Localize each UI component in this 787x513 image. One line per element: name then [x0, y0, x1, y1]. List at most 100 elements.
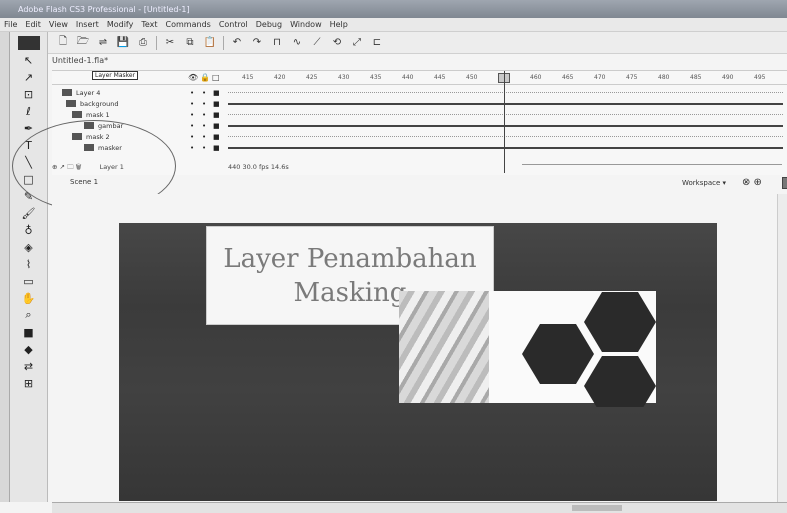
playhead[interactable] — [504, 71, 505, 173]
pen-tool-icon[interactable]: ✒ — [23, 121, 34, 135]
edit-symbol-icon[interactable]: ⊗ ⊕ — [742, 177, 762, 188]
layer-name[interactable]: background — [80, 100, 119, 108]
lock-dot[interactable]: • — [202, 100, 207, 108]
layer-frames[interactable] — [228, 92, 783, 94]
menu-bar: File Edit View Insert Modify Text Commands Cont… — [0, 18, 787, 32]
lock-dot[interactable]: • — [202, 133, 207, 141]
layer-frames[interactable] — [228, 114, 783, 116]
menu-edit[interactable]: Edit — [25, 20, 41, 29]
scale-icon[interactable]: ⤢ — [353, 37, 361, 48]
layer-tooltip: Layer Masker — [92, 71, 139, 80]
swap-colors-icon[interactable]: ⇄ — [23, 359, 34, 373]
ink-bottle-tool-icon[interactable]: ♁ — [24, 223, 33, 237]
smooth-icon[interactable]: ∿ — [292, 37, 302, 48]
lock-dot[interactable]: • — [202, 122, 207, 130]
print-icon[interactable]: ⎙ — [139, 37, 147, 48]
undo-icon[interactable]: ↶ — [232, 37, 242, 48]
hexagon-bottom-right[interactable] — [584, 356, 656, 407]
document-tab[interactable]: Untitled-1.fla* — [52, 56, 109, 65]
outline-square[interactable]: ■ — [213, 133, 220, 141]
edit-bar: Scene 1 Workspace ▾ ⊗ ⊕ — [52, 176, 787, 192]
eraser-tool-icon[interactable]: ▭ — [23, 274, 34, 288]
layer-frames[interactable] — [228, 125, 783, 127]
tools-panel: ↖ ↗ ⊡ ℓ ✒ T ╲ □ ✎ 🖌 ♁ ◈ ⌇ ▭ ✋ ⌕ ■ ◆ ⇄ ⊞ — [10, 32, 48, 502]
workspace-menu[interactable]: Workspace ▾ — [682, 179, 726, 187]
align-icon[interactable]: ⊏ — [372, 37, 382, 48]
outline-square[interactable]: ■ — [213, 100, 220, 108]
outline-square[interactable]: ■ — [213, 89, 220, 97]
lasso-tool-icon[interactable]: ℓ — [26, 104, 31, 118]
outline-square[interactable]: ■ — [213, 122, 220, 130]
outline-square[interactable]: ■ — [213, 111, 220, 119]
visibility-dot[interactable]: • — [190, 89, 195, 97]
lock-dot[interactable]: • — [202, 89, 207, 97]
menu-modify[interactable]: Modify — [106, 20, 134, 29]
hand-tool-icon[interactable]: ✋ — [21, 291, 36, 305]
frame-number: 435 — [370, 74, 382, 81]
layer-row[interactable]: mask 1 • • ■ — [52, 110, 787, 120]
snap-icon[interactable]: ⊓ — [273, 37, 281, 48]
timeline-status: 440 30.0 fps 14.6s — [228, 163, 289, 171]
layer-frames[interactable] — [228, 103, 783, 105]
scroll-thumb[interactable] — [572, 505, 622, 511]
lock-icon[interactable]: 🔒 — [200, 73, 210, 82]
hexagon-group[interactable] — [520, 282, 660, 407]
menu-insert[interactable]: Insert — [75, 20, 99, 29]
outline-square[interactable]: ■ — [213, 144, 220, 152]
bridge-icon[interactable]: ⇌ — [98, 37, 108, 48]
subselection-tool-icon[interactable]: ↗ — [23, 70, 34, 84]
layer-row[interactable]: Layer 4 • • ■ — [52, 88, 787, 98]
scene-label[interactable]: Scene 1 — [70, 178, 99, 186]
visibility-dot[interactable]: • — [190, 100, 195, 108]
frame-number: 415 — [242, 74, 254, 81]
timeline-scrollbar[interactable] — [522, 164, 782, 170]
hexagon-top-right[interactable] — [584, 292, 656, 352]
open-file-icon[interactable]: 🗁 — [76, 36, 90, 47]
layer-row[interactable]: gambar••■ — [52, 121, 787, 131]
vertical-scrollbar[interactable] — [777, 194, 787, 502]
fill-color-icon[interactable]: ◆ — [24, 342, 33, 356]
layer-name[interactable]: Layer 4 — [76, 89, 101, 97]
menu-commands[interactable]: Commands — [165, 20, 211, 29]
layer-row[interactable]: background • • ■ — [52, 99, 787, 109]
new-file-icon[interactable]: 🗋 — [58, 36, 68, 47]
hexagon-left[interactable] — [522, 324, 594, 384]
menu-control[interactable]: Control — [218, 20, 248, 29]
free-transform-tool-icon[interactable]: ⊡ — [23, 87, 34, 101]
copy-icon[interactable]: ⧉ — [186, 37, 194, 48]
pencil-tool-icon[interactable]: ✎ — [23, 189, 34, 203]
cut-icon[interactable]: ✂ — [165, 37, 175, 48]
straighten-icon[interactable]: ⟋ — [313, 37, 321, 48]
eyedropper-tool-icon[interactable]: ⌇ — [25, 257, 32, 271]
visibility-dot[interactable]: • — [190, 133, 195, 141]
menu-help[interactable]: Help — [329, 20, 348, 29]
zoom-tool-icon[interactable]: ⌕ — [25, 308, 32, 321]
eye-icon[interactable]: 👁 — [188, 73, 199, 82]
lock-dot[interactable]: • — [202, 144, 207, 152]
visibility-dot[interactable]: • — [190, 122, 195, 130]
horizontal-scrollbar[interactable] — [52, 502, 787, 513]
paint-bucket-tool-icon[interactable]: ◈ — [24, 240, 33, 254]
options-icon[interactable]: ⊞ — [23, 376, 34, 390]
rotate-icon[interactable]: ⟲ — [332, 37, 342, 48]
menu-view[interactable]: View — [48, 20, 68, 29]
menu-window[interactable]: Window — [290, 20, 322, 29]
visibility-dot[interactable]: • — [190, 111, 195, 119]
save-icon[interactable]: 💾 — [116, 37, 130, 48]
slide-title: Layer Penambahan Masking — [223, 243, 477, 308]
layer-name[interactable]: mask 1 — [86, 111, 110, 119]
layer-frames[interactable] — [228, 147, 783, 149]
zoom-field[interactable] — [782, 177, 787, 189]
paste-icon[interactable]: 📋 — [203, 37, 217, 48]
brush-tool-icon[interactable]: 🖌 — [21, 206, 36, 220]
menu-debug[interactable]: Debug — [255, 20, 283, 29]
redo-icon[interactable]: ↷ — [252, 37, 262, 48]
layer-frames[interactable] — [228, 136, 783, 138]
selection-tool-icon[interactable]: ↖ — [23, 53, 34, 67]
menu-file[interactable]: File — [4, 20, 18, 29]
stroke-color-icon[interactable]: ■ — [23, 325, 34, 339]
visibility-dot[interactable]: • — [190, 144, 195, 152]
menu-text[interactable]: Text — [141, 20, 158, 29]
lock-dot[interactable]: • — [202, 111, 207, 119]
outline-icon[interactable]: □ — [212, 73, 220, 82]
